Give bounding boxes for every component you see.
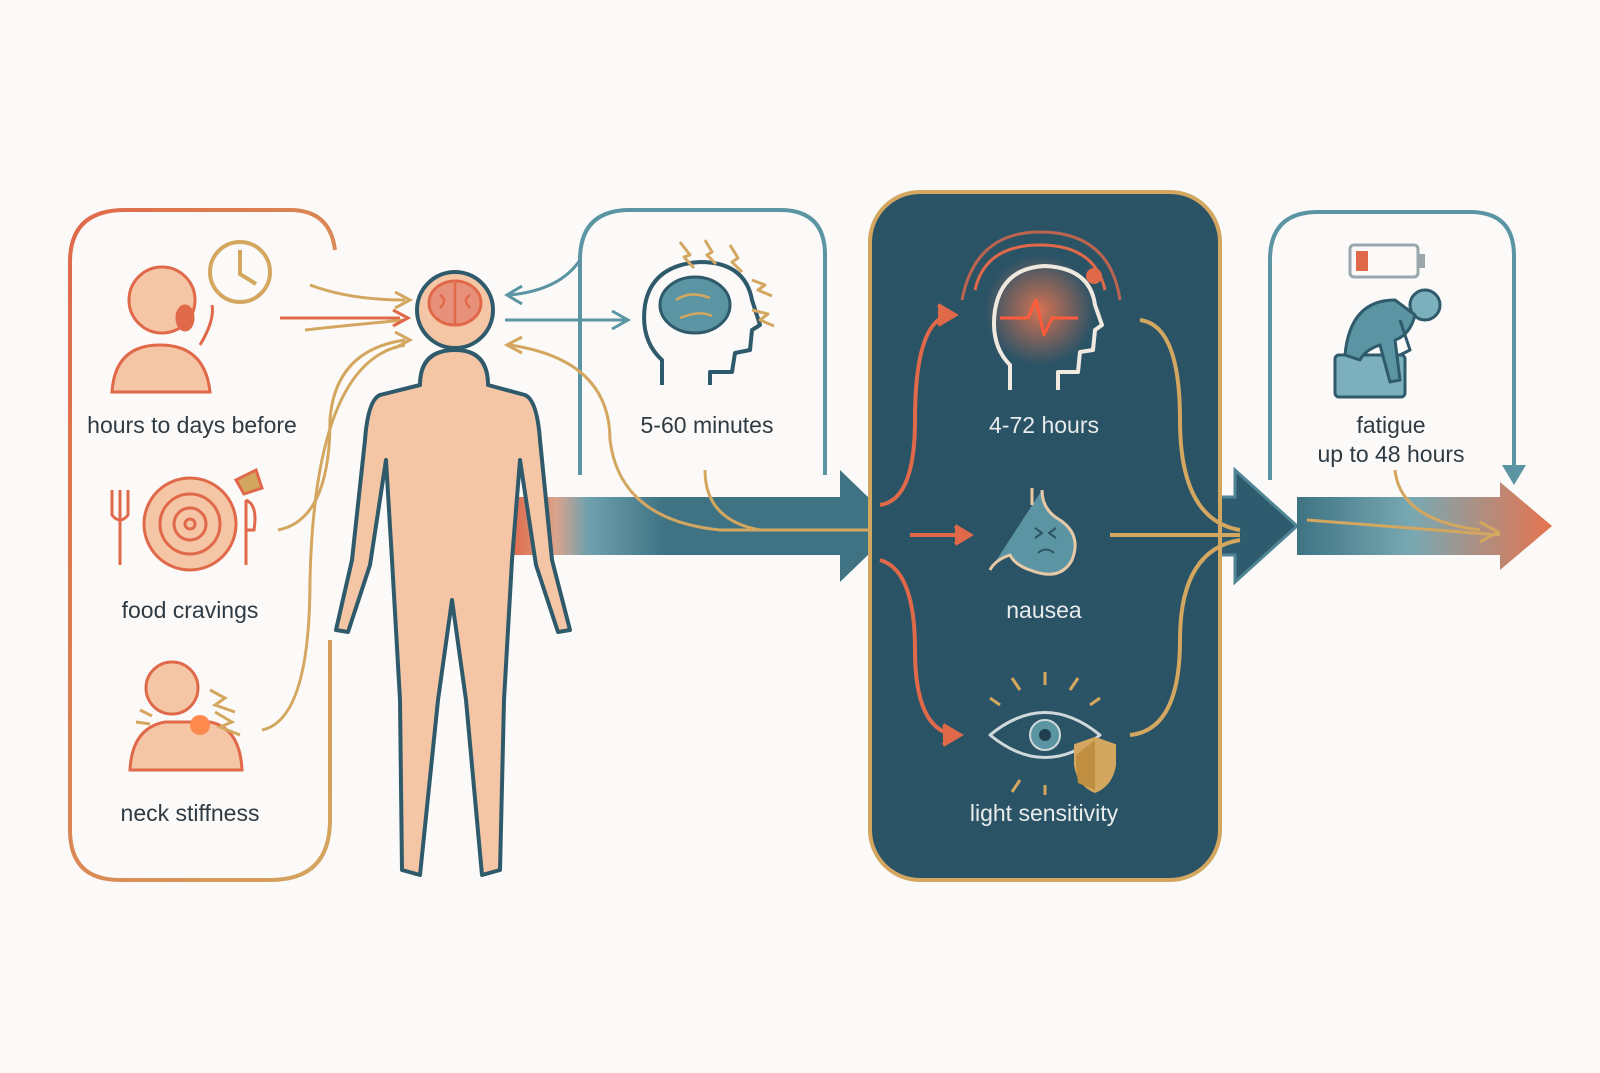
- yawning-person-icon: [110, 265, 214, 394]
- aura-flow-arrows: [503, 259, 870, 532]
- label-food-cravings: food cravings: [121, 597, 259, 623]
- head-with-brain-icon: [642, 239, 775, 385]
- label-postdrome-duration: up to 48 hours: [1317, 441, 1465, 467]
- label-neck-stiffness: neck stiffness: [120, 800, 260, 826]
- eye-shield-icon: [988, 672, 1116, 795]
- postdrome-flow-arrow: [1306, 469, 1502, 544]
- prodrome-box: [68, 208, 337, 882]
- label-headache-duration: 4-72 hours: [989, 412, 1099, 438]
- postdrome-box: [1268, 210, 1516, 480]
- plate-and-cutlery-icon: [110, 467, 264, 572]
- prodrome-flow-arrows: [261, 283, 414, 732]
- clock-icon: [208, 240, 272, 304]
- label-fatigue: fatigue: [1356, 412, 1426, 438]
- head-pain-icon: [960, 230, 1122, 390]
- aura-box: [578, 208, 827, 475]
- low-battery-icon: [1348, 243, 1425, 279]
- label-light-sensitivity: light sensitivity: [969, 800, 1119, 826]
- attack-flow-arrows: [879, 303, 1241, 747]
- neck-pain-icon: [128, 660, 244, 772]
- stomach-icon: [988, 488, 1077, 576]
- label-nausea: nausea: [1006, 597, 1082, 623]
- label-hours-to-days-before: hours to days before: [87, 412, 297, 438]
- human-body-with-brain-icon: [334, 270, 572, 877]
- tired-person-icon: [1333, 288, 1442, 399]
- label-aura-duration: 5-60 minutes: [640, 412, 774, 438]
- postdrome-arrowhead: [1502, 465, 1526, 485]
